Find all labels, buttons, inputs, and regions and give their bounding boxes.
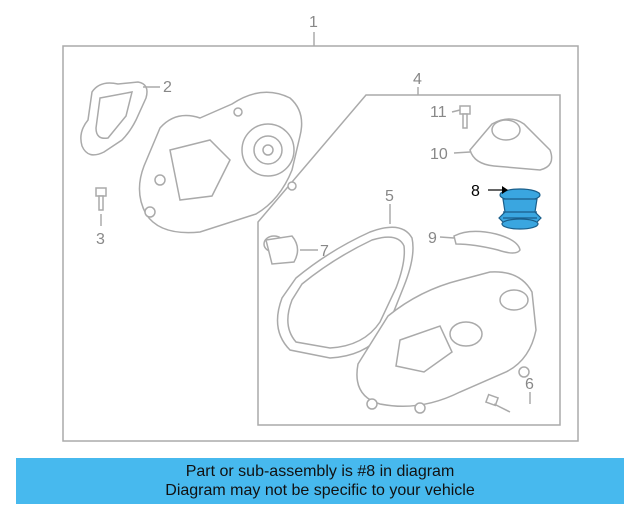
cap-part-7[interactable] (263, 235, 318, 265)
info-banner: Part or sub-assembly is #8 in diagram Di… (16, 458, 624, 504)
callout-2: 2 (163, 79, 172, 96)
water-pump-housing[interactable] (138, 91, 303, 234)
gasket-part-9[interactable] (439, 230, 521, 254)
callout-7: 7 (320, 243, 329, 260)
callout-9: 9 (428, 230, 437, 247)
callout-4: 4 (413, 71, 422, 88)
callout-10: 10 (430, 146, 448, 163)
thermostat-part-8[interactable] (488, 186, 542, 230)
parts-diagram: 1 2 3 4 5 6 7 8 9 10 11 (62, 14, 579, 442)
gasket-part-5[interactable] (276, 204, 414, 359)
bolt-part-11[interactable] (451, 105, 471, 129)
callout-3: 3 (96, 231, 105, 248)
callout-8: 8 (471, 183, 480, 200)
callout-11: 11 (430, 104, 447, 121)
cover-part-10[interactable] (453, 118, 553, 171)
assembly-frame-1 (62, 32, 579, 442)
callout-6: 6 (525, 376, 534, 393)
banner-line-2: Diagram may not be specific to your vehi… (165, 482, 475, 499)
callout-1: 1 (309, 14, 318, 31)
thermostat-housing[interactable] (356, 271, 537, 414)
callout-5: 5 (385, 188, 394, 205)
subassembly-frame-4 (257, 87, 561, 426)
gasket-part-2[interactable] (80, 81, 160, 156)
banner-line-1: Part or sub-assembly is #8 in diagram (185, 463, 455, 480)
bolt-part-3[interactable] (95, 187, 107, 226)
bolt-part-6[interactable] (484, 392, 531, 413)
